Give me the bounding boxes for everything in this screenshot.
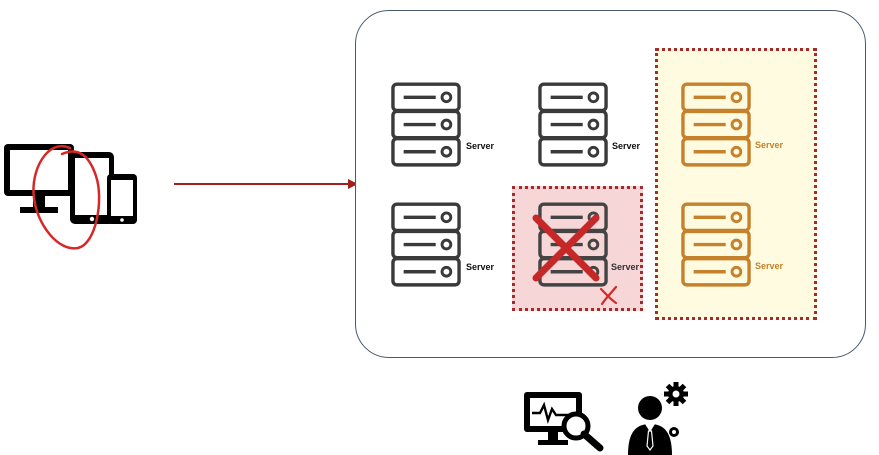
admin-user-gear-icon (628, 382, 688, 455)
server-label: Server (755, 261, 784, 271)
monitoring-screen-icon (524, 392, 604, 452)
new-server-icon (681, 202, 751, 288)
server-label: Server (612, 141, 641, 151)
server-icon (538, 82, 608, 168)
server-label: Server (466, 262, 495, 272)
server-label: Server (466, 141, 495, 151)
failed-server-zone (512, 186, 643, 311)
server-icon (391, 82, 461, 168)
small-cross-icon (599, 285, 618, 306)
failure-cross-icon (532, 214, 600, 282)
request-arrow (174, 179, 358, 189)
server-label: Server (755, 140, 784, 150)
new-server-icon (681, 82, 751, 168)
server-label: Server (611, 262, 640, 272)
server-icon (391, 202, 461, 288)
devices-icon (4, 144, 137, 250)
